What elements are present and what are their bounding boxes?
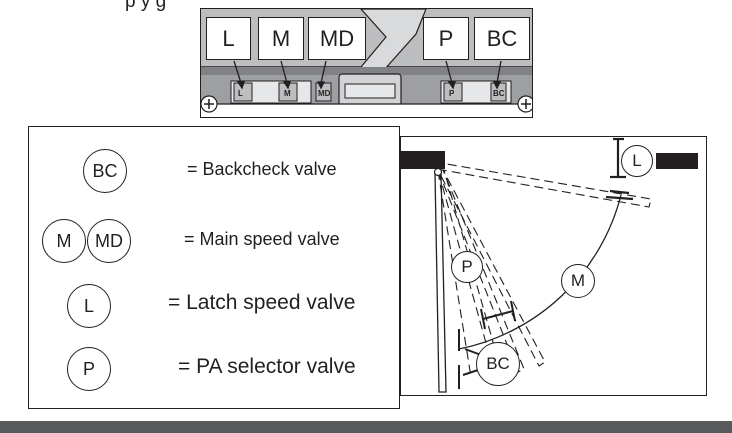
diagram-label-l: L bbox=[621, 145, 653, 177]
diagram-label-p: P bbox=[451, 251, 483, 283]
valve-legend: BC = Backcheck valve M MD = Main speed v… bbox=[28, 126, 400, 409]
footer-band bbox=[0, 421, 732, 433]
symbol-md: MD bbox=[87, 219, 131, 263]
top-caption: p y g bbox=[125, 0, 167, 12]
stamp-bc: BC bbox=[493, 89, 505, 98]
symbol-bc: BC bbox=[83, 149, 127, 193]
symbol-l: L bbox=[67, 284, 111, 328]
valve-bar-illustration: L M MD P BC L M MD P BC bbox=[200, 8, 533, 118]
stamp-p: P bbox=[449, 89, 455, 98]
tag-md: MD bbox=[308, 17, 366, 60]
tag-p: P bbox=[423, 17, 469, 60]
diagram-label-bc: BC bbox=[476, 342, 520, 386]
door-swing-drawing bbox=[401, 137, 698, 393]
tag-bc: BC bbox=[474, 17, 530, 60]
legend-desc-pa-selector: = PA selector valve bbox=[178, 355, 356, 378]
stamp-md: MD bbox=[318, 89, 331, 98]
legend-desc-backcheck: = Backcheck valve bbox=[187, 159, 337, 179]
legend-desc-main-speed: = Main speed valve bbox=[184, 229, 340, 249]
diagram-label-m: M bbox=[561, 264, 595, 298]
symbol-m: M bbox=[42, 219, 86, 263]
tag-m: M bbox=[258, 17, 304, 60]
legend-desc-latch-speed: = Latch speed valve bbox=[168, 291, 356, 314]
tag-l: L bbox=[206, 17, 251, 60]
stamp-l: L bbox=[238, 89, 243, 98]
symbol-p: P bbox=[67, 347, 111, 391]
door-swing-diagram: L P M BC bbox=[400, 136, 707, 396]
stamp-m: M bbox=[284, 89, 291, 98]
